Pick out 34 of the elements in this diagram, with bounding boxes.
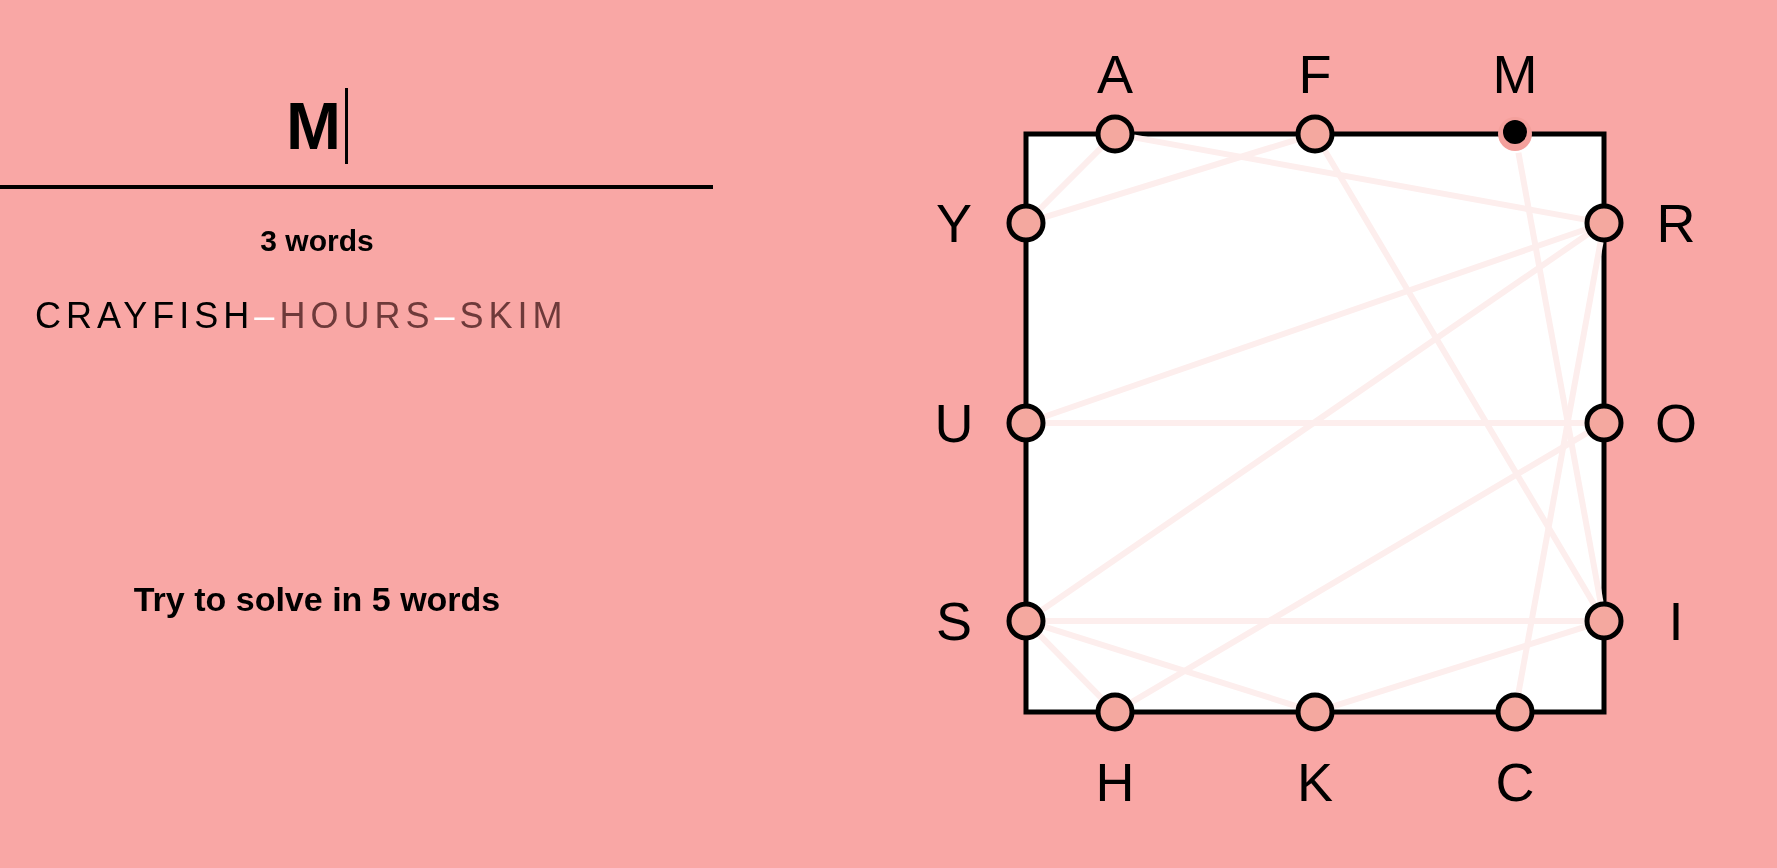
connector-line (1515, 152, 1604, 603)
letter: A (1097, 47, 1133, 101)
letter: C (1495, 755, 1535, 809)
found-word: HOURS (279, 295, 435, 337)
connector-line (1322, 148, 1597, 607)
letter: M (1492, 47, 1538, 101)
connector-line (1045, 618, 1585, 624)
letter: S (936, 594, 972, 648)
connector-line (1045, 420, 1585, 426)
connector-line (1042, 226, 1588, 420)
letter: O (1655, 396, 1697, 450)
connector-line (1332, 623, 1587, 710)
connector-line (1037, 632, 1104, 701)
connector-line (1133, 134, 1586, 223)
word-separator: – (254, 295, 280, 337)
word-count: 3 words (260, 224, 374, 258)
connector-line (1037, 145, 1104, 212)
goal-text: Try to solve in 5 words (133, 580, 501, 619)
letter: K (1297, 755, 1333, 809)
typed-letters: M (286, 88, 348, 164)
word-separator: – (434, 295, 460, 337)
connector-line (1043, 623, 1298, 710)
found-word: SKIM (459, 295, 568, 337)
letter: H (1095, 755, 1135, 809)
letter: R (1656, 196, 1696, 250)
letter: F (1298, 47, 1332, 101)
connector-line (1039, 231, 1591, 613)
found-word: CRAYFISH (35, 295, 255, 337)
letter: I (1668, 594, 1684, 648)
letter: U (934, 396, 974, 450)
connector-line (1515, 241, 1604, 694)
letter: Y (936, 196, 972, 250)
connector-line (1129, 430, 1590, 705)
connector-line (1043, 136, 1298, 221)
